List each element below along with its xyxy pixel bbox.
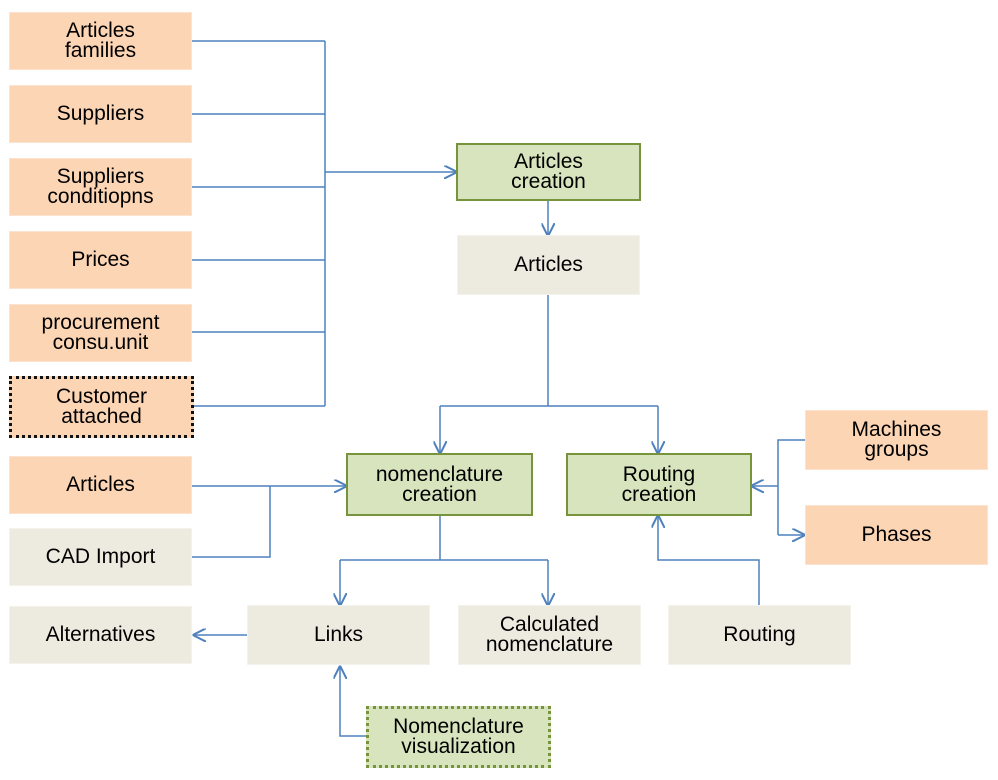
node-nomenclature-visualization: Nomenclature visualization bbox=[366, 706, 551, 768]
node-articles: Articles bbox=[457, 235, 640, 295]
node-cad-import: CAD Import bbox=[9, 528, 192, 586]
node-calculated-nomenclature: Calculated nomenclature bbox=[458, 605, 641, 665]
node-customer-attached: Customer attached bbox=[9, 376, 194, 438]
node-articles-creation: Articles creation bbox=[456, 143, 641, 201]
node-alternatives: Alternatives bbox=[9, 606, 192, 664]
arrow-visualization-to-links bbox=[340, 667, 366, 737]
connector-cad-import bbox=[192, 486, 271, 558]
node-procurement: procurement consu.unit bbox=[9, 304, 192, 362]
node-machines-groups: Machines groups bbox=[805, 410, 988, 470]
node-phases: Phases bbox=[805, 505, 988, 565]
node-routing: Routing bbox=[668, 605, 851, 665]
node-nomenclature-creation: nomenclature creation bbox=[346, 453, 533, 516]
arrow-routing-to-routing-creation bbox=[658, 516, 760, 605]
node-articles-input: Articles bbox=[9, 456, 192, 514]
connector-machines-groups bbox=[777, 439, 805, 535]
node-articles-families: Articles families bbox=[9, 12, 192, 70]
node-suppliers-conditions: Suppliers conditiopns bbox=[9, 158, 192, 216]
node-links: Links bbox=[247, 605, 430, 665]
node-routing-creation: Routing creation bbox=[566, 453, 752, 516]
node-prices: Prices bbox=[9, 231, 192, 289]
node-suppliers: Suppliers bbox=[9, 85, 192, 143]
